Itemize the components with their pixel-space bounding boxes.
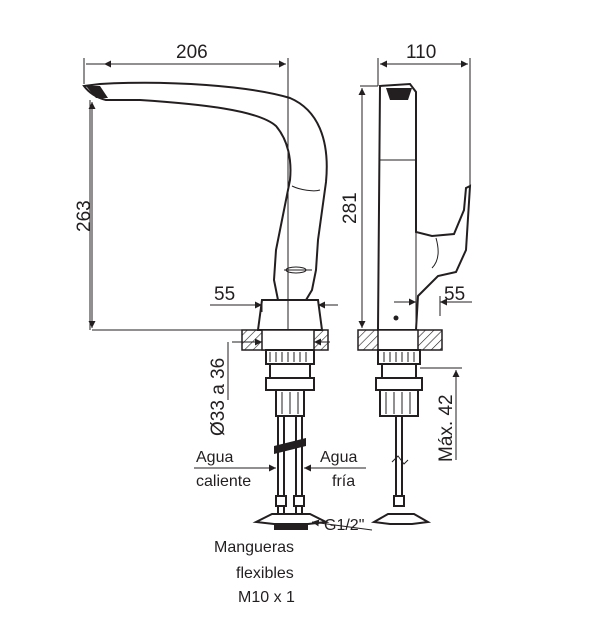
label-hoses-2: flexibles bbox=[236, 565, 294, 582]
dim-side-base: 55 bbox=[444, 284, 465, 305]
label-hoses-1: Mangueras bbox=[214, 539, 294, 556]
dim-max-thickness: Máx. 42 bbox=[436, 394, 457, 462]
front-outlet bbox=[86, 86, 108, 98]
front-shank bbox=[265, 349, 315, 417]
dim-side-height: 281 bbox=[340, 192, 361, 224]
side-top-outlet bbox=[386, 88, 412, 100]
side-mount-plate bbox=[370, 513, 432, 525]
dim-front-width: 206 bbox=[176, 42, 208, 63]
front-base bbox=[256, 299, 324, 331]
side-shank bbox=[375, 349, 423, 417]
label-cold-water-2: fría bbox=[332, 473, 355, 490]
dim-side-width: 110 bbox=[406, 42, 436, 63]
front-spout bbox=[82, 81, 328, 306]
front-hoses bbox=[274, 415, 306, 517]
dim-front-base: 55 bbox=[214, 284, 235, 305]
dim-hole-diameter: Ø33 a 36 bbox=[208, 358, 229, 436]
label-hot-water-1: Agua bbox=[196, 449, 233, 466]
label-hoses-3: M10 x 1 bbox=[238, 589, 295, 606]
dim-front-height: 263 bbox=[74, 200, 95, 232]
side-hose bbox=[391, 415, 409, 507]
label-cold-water-1: Agua bbox=[320, 449, 357, 466]
label-thread: G1/2" bbox=[324, 517, 364, 534]
side-body bbox=[376, 82, 472, 331]
label-hot-water-2: caliente bbox=[196, 473, 251, 490]
side-view bbox=[357, 82, 472, 525]
dimension-lines bbox=[83, 58, 472, 531]
